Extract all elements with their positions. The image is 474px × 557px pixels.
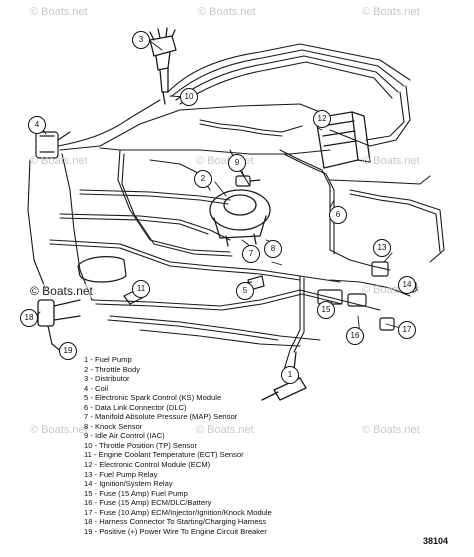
legend-item: 15 - Fuse (15 Amp) Fuel Pump xyxy=(84,488,188,498)
callout-10: 10 xyxy=(180,88,198,106)
distributor-component xyxy=(149,27,177,105)
legend-item: 2 - Throttle Body xyxy=(84,364,140,374)
watermark: © Boats.net xyxy=(30,424,88,436)
callout-16: 16 xyxy=(346,327,364,345)
legend-item: 12 - Electronic Control Module (ECM) xyxy=(84,460,211,470)
coil-component xyxy=(35,131,71,159)
sensor-components xyxy=(77,256,265,305)
legend-item: 9 - Idle Air Control (IAC) xyxy=(84,431,165,441)
callout-5: 5 xyxy=(236,282,254,300)
legend-item: 5 - Electronic Spark Control (KS) Module xyxy=(84,393,222,403)
watermark: © Boats.net xyxy=(362,155,420,167)
callout-1: 1 xyxy=(281,366,299,384)
callout-15: 15 xyxy=(317,301,335,319)
legend-item: 18 - Harness Connector To Starting/Charg… xyxy=(84,517,267,527)
callout-2: 2 xyxy=(194,170,212,188)
ecm-component xyxy=(315,111,371,169)
throttle-body-component xyxy=(209,189,271,247)
callout-18: 18 xyxy=(20,309,38,327)
legend-item: 8 - Knock Sensor xyxy=(84,421,143,431)
watermark: © Boats.net xyxy=(362,6,420,18)
callout-9: 9 xyxy=(228,154,246,172)
callout-3: 3 xyxy=(132,31,150,49)
legend-item: 10 - Throttle Position (TP) Sensor xyxy=(84,440,197,450)
harness-connector-component xyxy=(37,299,81,327)
callout-12: 12 xyxy=(313,110,331,128)
legend-item: 16 - Fuse (15 Amp) ECM/DLC/Battery xyxy=(84,498,212,508)
callout-leaders xyxy=(35,40,419,379)
wiring-harness xyxy=(27,43,445,371)
legend-item: 7 - Manifold Absolute Pressure (MAP) Sen… xyxy=(84,412,238,422)
relay-fuse-block xyxy=(317,261,417,331)
callout-17: 17 xyxy=(398,321,416,339)
legend-item: 1 - Fuel Pump xyxy=(84,355,132,364)
figure-number: 38104 xyxy=(423,536,449,546)
legend-item: 17 - Fuse (10 Amp) ECM/Injector/Ignition… xyxy=(84,507,272,517)
callout-6: 6 xyxy=(329,206,347,224)
watermark: © Boats.net xyxy=(30,155,88,167)
legend-item: 4 - Coil xyxy=(84,383,109,393)
callout-7: 7 xyxy=(242,245,260,263)
map-sensor-component xyxy=(235,175,261,187)
callout-14: 14 xyxy=(398,276,416,294)
watermark: © Boats.net xyxy=(362,424,420,436)
legend-item: 14 - Ignition/System Relay xyxy=(84,479,173,489)
callout-11: 11 xyxy=(132,280,150,298)
watermark-main: © Boats.net xyxy=(30,284,93,298)
power-wire xyxy=(47,325,63,353)
legend-item: 6 - Data Link Connector (DLC) xyxy=(84,402,187,412)
watermark: © Boats.net xyxy=(198,6,256,18)
legend-item: 19 - Positive (+) Power Wire To Engine C… xyxy=(84,526,267,536)
legend-item: 3 - Distributor xyxy=(84,374,130,384)
parts-legend: 1 - Fuel Pump 2 - Throttle Body 3 - Dist… xyxy=(84,355,394,536)
callout-4: 4 xyxy=(28,116,46,134)
callout-13: 13 xyxy=(373,239,391,257)
watermark: © Boats.net xyxy=(30,6,88,18)
callout-19: 19 xyxy=(59,342,77,360)
callout-8: 8 xyxy=(264,240,282,258)
legend-item: 13 - Fuel Pump Relay xyxy=(84,469,158,479)
legend-item: 11 - Engine Coolant Temperature (ECT) Se… xyxy=(84,450,244,460)
watermark: © Boats.net xyxy=(196,424,254,436)
